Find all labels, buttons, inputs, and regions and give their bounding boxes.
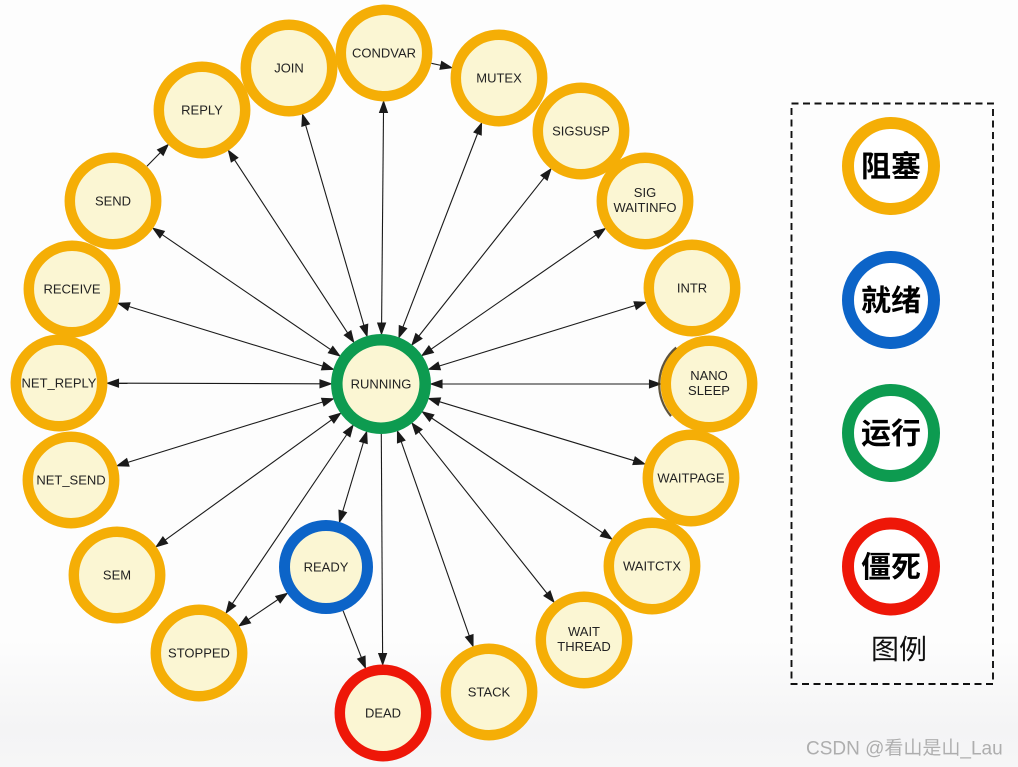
svg-text:REPLY: REPLY bbox=[181, 103, 223, 118]
svg-text:WAITINFO: WAITINFO bbox=[613, 200, 676, 215]
svg-text:SLEEP: SLEEP bbox=[688, 383, 730, 398]
svg-text:JOIN: JOIN bbox=[274, 61, 304, 76]
svg-text:STOPPED: STOPPED bbox=[168, 646, 230, 661]
svg-text:SEND: SEND bbox=[95, 194, 131, 209]
svg-text:STACK: STACK bbox=[468, 685, 511, 700]
svg-text:DEAD: DEAD bbox=[365, 706, 401, 721]
svg-text:WAIT: WAIT bbox=[568, 624, 600, 639]
svg-text:SEM: SEM bbox=[103, 568, 131, 583]
svg-text:SIG: SIG bbox=[634, 185, 656, 200]
svg-text:RUNNING: RUNNING bbox=[351, 377, 412, 392]
svg-text:SIGSUSP: SIGSUSP bbox=[552, 124, 610, 139]
svg-text:THREAD: THREAD bbox=[557, 639, 610, 654]
svg-text:NET_REPLY: NET_REPLY bbox=[22, 376, 97, 391]
svg-text:CSDN @: CSDN @ bbox=[806, 738, 884, 759]
svg-text:NANO: NANO bbox=[690, 368, 728, 383]
svg-text:RECEIVE: RECEIVE bbox=[43, 282, 100, 297]
svg-text:MUTEX: MUTEX bbox=[476, 71, 522, 86]
svg-text:NET_SEND: NET_SEND bbox=[36, 473, 105, 488]
svg-text:READY: READY bbox=[304, 560, 349, 575]
svg-text:WAITPAGE: WAITPAGE bbox=[657, 471, 725, 486]
svg-text:INTR: INTR bbox=[677, 281, 707, 296]
svg-text:_Lau: _Lau bbox=[959, 738, 1002, 759]
svg-text:WAITCTX: WAITCTX bbox=[623, 559, 681, 574]
svg-text:CONDVAR: CONDVAR bbox=[352, 46, 416, 61]
